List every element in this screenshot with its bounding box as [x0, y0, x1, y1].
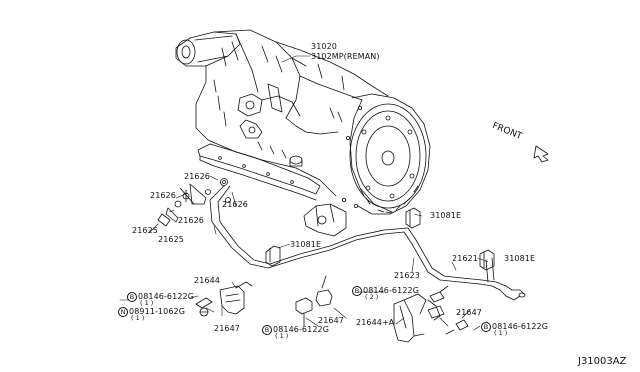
bolt-marker-b-right: B: [481, 322, 491, 332]
transmission-assembly: [175, 29, 431, 237]
oil-cooler-tubes: [209, 185, 526, 301]
part-label-21647-right: 21647: [456, 308, 482, 317]
fastener-qty-n: ( 1 ): [131, 314, 145, 322]
fastener-qty-b-bottom: ( 1 ): [275, 332, 289, 340]
part-label-21626-right: 21626: [222, 200, 248, 209]
bolt-marker-b-bottom: B: [262, 325, 272, 335]
fastener-qty-b-center: ( 2 ): [365, 293, 379, 301]
fastener-qty-b-right: ( 1 ): [494, 329, 508, 337]
part-label-31081e-middle: 31081E: [290, 240, 322, 249]
part-label-21647-middle: 21647: [318, 316, 344, 325]
bolt-marker-b-left: B: [127, 292, 137, 302]
fastener-code-b-bottom: 08146-6122G: [273, 325, 329, 334]
part-label-21626-upper: 21626: [184, 172, 210, 181]
front-direction-arrow: [533, 145, 549, 163]
fastener-code-n: 08911-1062G: [129, 307, 185, 316]
part-label-21623: 21623: [394, 271, 420, 280]
fastener-code-b-right: 08146-6122G: [492, 322, 548, 331]
nut-marker-n: N: [118, 307, 128, 317]
bolt-marker-b-center: B: [352, 286, 362, 296]
tube-brackets: [219, 281, 441, 343]
part-label-21625-left: 21625: [132, 226, 158, 235]
part-label-21644-plus-a: 21644+A: [356, 318, 395, 327]
part-label-21621: 21621: [452, 254, 478, 263]
part-label-31020: 31020: [311, 42, 337, 51]
part-label-3102mp-reman: 3102MP(REMAN): [311, 52, 380, 61]
cooler-fittings: [157, 178, 231, 227]
part-label-21647-left: 21647: [214, 324, 240, 333]
bolts-and-nuts: [195, 275, 471, 335]
fastener-code-b-left: 08146-6122G: [138, 292, 194, 301]
fastener-qty-b-left: ( 1 ): [140, 299, 154, 307]
part-label-31081e-upper: 31081E: [430, 211, 462, 220]
diagram-id: J31003AZ: [578, 356, 627, 367]
fastener-code-b-center: 08146-6122G: [363, 286, 419, 295]
part-label-21626-lower: 21626: [178, 216, 204, 225]
part-label-21644: 21644: [194, 276, 220, 285]
part-label-31081e-right: 31081E: [504, 254, 536, 263]
part-label-21625-right: 21625: [158, 235, 184, 244]
part-label-21626-left: 21626: [150, 191, 176, 200]
